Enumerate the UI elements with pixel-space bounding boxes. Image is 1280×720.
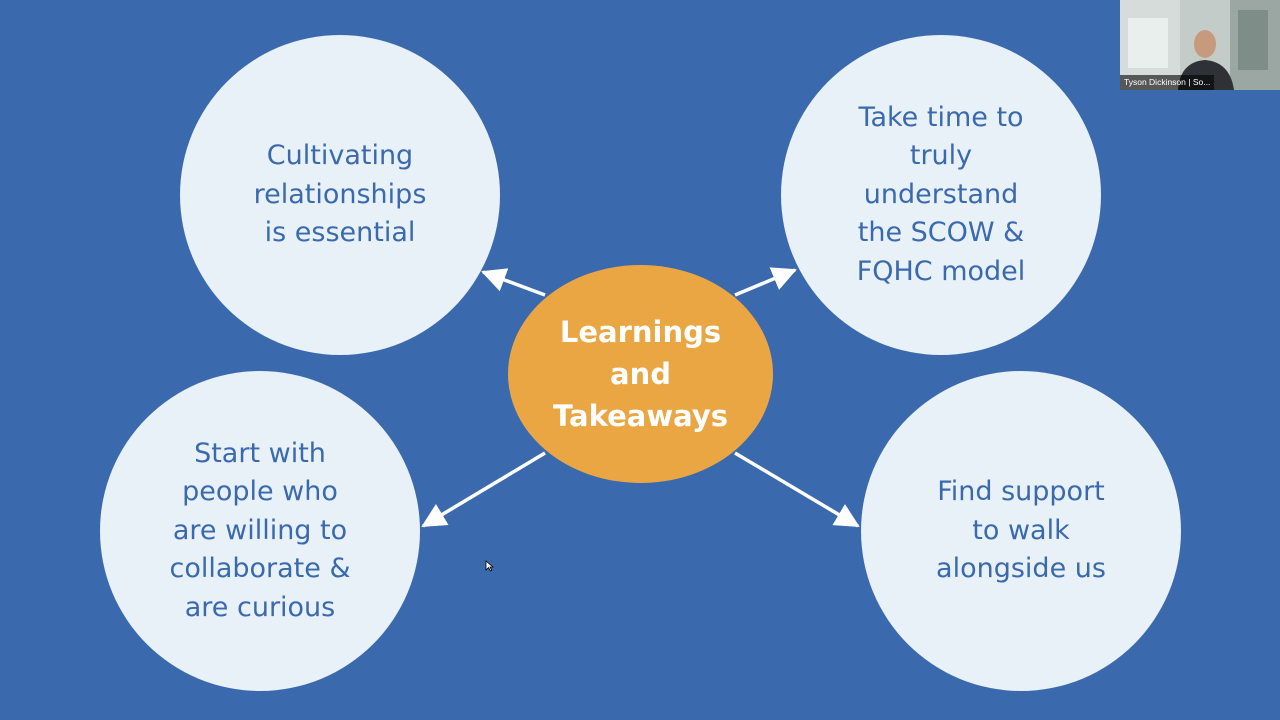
bubble-bottom-left-text: Start with people who are willing to col…: [169, 437, 351, 623]
bubble-top-right-text: Take time to truly understand the SCOW &…: [856, 101, 1026, 287]
arrow-to-top-left: [481, 268, 546, 297]
bubble-top-left-text: Cultivating relationships is essential: [253, 140, 427, 249]
arrow-to-bottom-right: [734, 451, 860, 528]
arrow-to-top-right: [734, 267, 797, 297]
bubble-top-left: Cultivating relationships is essential: [180, 35, 500, 355]
participant-name-label: Tyson Dickinson | So...: [1120, 75, 1215, 90]
center-node: Learnings and Takeaways: [508, 265, 773, 483]
bubble-bottom-right-text: Find support to walk alongside us: [936, 476, 1106, 585]
center-title: Learnings and Takeaways: [553, 315, 728, 433]
webcam-thumbnail[interactable]: Tyson Dickinson | So...: [1120, 0, 1280, 90]
bubble-bottom-right: Find support to walk alongside us: [861, 371, 1181, 691]
bubble-top-right: Take time to truly understand the SCOW &…: [781, 35, 1101, 355]
bubble-bottom-left: Start with people who are willing to col…: [100, 371, 420, 691]
mouse-cursor-icon: [485, 557, 495, 576]
arrow-to-bottom-left: [421, 451, 546, 528]
participant-head: [1194, 30, 1216, 58]
